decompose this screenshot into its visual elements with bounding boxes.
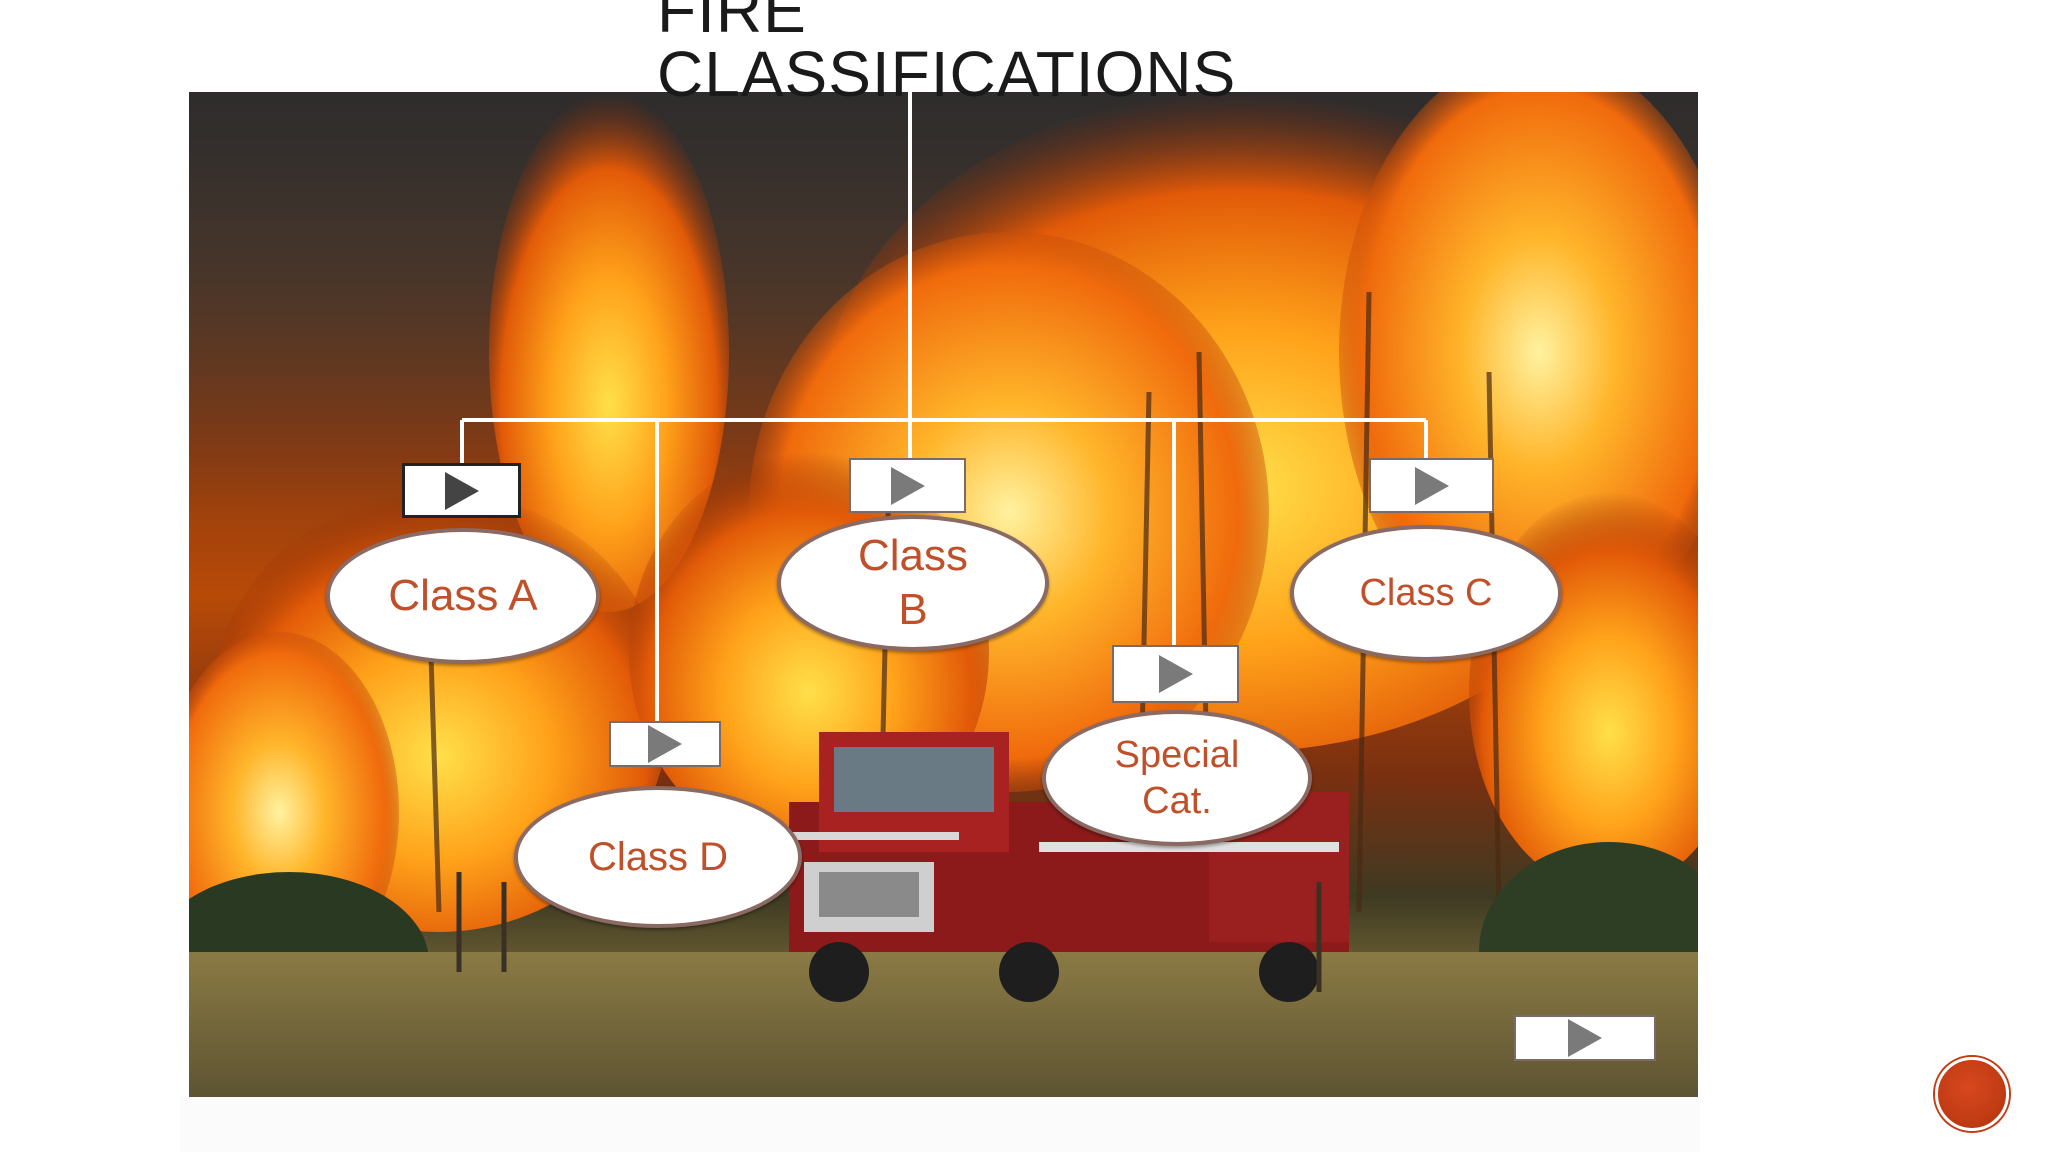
play-icon	[1158, 655, 1193, 693]
play-icon	[648, 725, 682, 763]
slide-title: FIRE CLASSIFICATIONS	[657, 0, 1357, 106]
class-d-label: Class D	[587, 834, 729, 879]
class-a-node[interactable]: Class A	[326, 528, 600, 664]
class-d-node[interactable]: Class D	[514, 786, 802, 928]
next-play-button[interactable]	[1514, 1015, 1656, 1061]
special-cat-play-button[interactable]	[1112, 645, 1239, 703]
class-b-label-line-2: B	[898, 585, 928, 634]
class-b-label-line-1: Class	[857, 531, 969, 580]
next-slide-button[interactable]	[1935, 1057, 2009, 1131]
class-c-play-button[interactable]	[1369, 458, 1494, 513]
special-cat-label-line-2: Cat.	[1142, 780, 1212, 822]
class-c-node[interactable]: Class C	[1290, 525, 1562, 661]
play-icon	[1414, 466, 1449, 505]
class-d-play-button[interactable]	[609, 721, 721, 767]
slide-bottom-margin	[180, 1097, 1700, 1152]
class-a-label: Class A	[388, 571, 538, 620]
title-line-1: FIRE	[657, 0, 807, 46]
special-cat-label-line-1: Special	[1114, 734, 1240, 776]
class-b-node[interactable]: Class B	[777, 515, 1049, 651]
play-icon	[890, 466, 925, 505]
title-line-2: CLASSIFICATIONS	[657, 38, 1237, 110]
play-icon	[444, 471, 479, 510]
class-a-play-button[interactable]	[402, 463, 521, 518]
class-c-label: Class C	[1359, 571, 1493, 614]
play-icon	[1568, 1019, 1602, 1057]
class-b-play-button[interactable]	[849, 458, 966, 513]
special-cat-node[interactable]: Special Cat.	[1042, 710, 1312, 846]
